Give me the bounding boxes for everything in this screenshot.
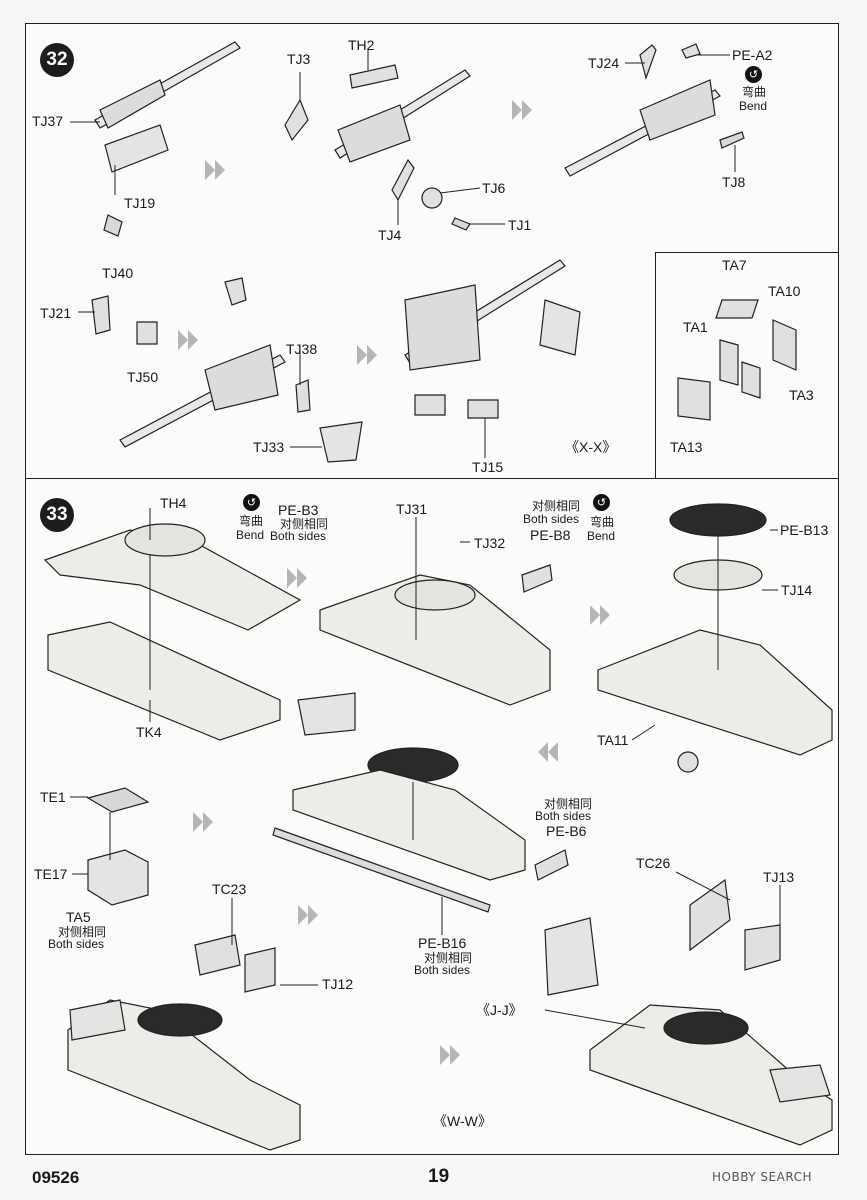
both-sides-cn: 对侧相同: [424, 951, 473, 965]
label-pe-b8: PE-B8: [530, 527, 571, 543]
label-ta1: TA1: [683, 319, 708, 335]
both-sides-en: Both sides: [48, 937, 105, 951]
label-ta13: TA13: [670, 439, 703, 455]
label-tj40: TJ40: [102, 265, 134, 281]
label-view-ww: 《W-W》: [433, 1113, 492, 1129]
label-tj31: TJ31: [396, 501, 428, 517]
bend-label-cn: 弯曲: [590, 515, 615, 529]
both-sides-cn: 对侧相同: [544, 797, 593, 811]
label-tj6: TJ6: [482, 180, 506, 196]
label-tj37: TJ37: [32, 113, 64, 129]
label-tj3: TJ3: [287, 51, 311, 67]
label-th4: TH4: [160, 495, 187, 511]
label-pe-b13: PE-B13: [780, 522, 829, 538]
label-tj32: TJ32: [474, 535, 506, 551]
bend-label-en: Bend: [236, 528, 265, 542]
label-tc23: TC23: [212, 881, 247, 897]
step-32-badge: 32: [40, 43, 74, 77]
bend-icon: ↺: [745, 66, 762, 83]
label-pe-a2: PE-A2: [732, 47, 773, 63]
label-tj38: TJ38: [286, 341, 318, 357]
label-tj12: TJ12: [322, 976, 354, 992]
label-th2: TH2: [348, 37, 375, 53]
both-sides-en: Both sides: [270, 529, 327, 543]
bend-label-cn: 弯曲: [742, 85, 767, 99]
label-pe-b3: PE-B3: [278, 502, 319, 518]
label-tc26: TC26: [636, 855, 671, 871]
label-tj14: TJ14: [781, 582, 813, 598]
label-tj24: TJ24: [588, 55, 620, 71]
both-sides-en: Both sides: [414, 963, 471, 977]
kit-code: 09526: [32, 1168, 80, 1187]
both-sides-cn: 对侧相同: [532, 499, 581, 513]
bend-icon: ↺: [593, 494, 610, 511]
bend-label-cn: 弯曲: [239, 514, 264, 528]
label-tj19: TJ19: [124, 195, 156, 211]
label-tj13: TJ13: [763, 869, 795, 885]
label-tj1: TJ1: [508, 217, 532, 233]
label-te17: TE17: [34, 866, 68, 882]
label-ta3: TA3: [789, 387, 814, 403]
label-ta5: TA5: [66, 909, 91, 925]
label-tj33: TJ33: [253, 439, 285, 455]
label-tj50: TJ50: [127, 369, 159, 385]
label-tk4: TK4: [136, 724, 162, 740]
label-tj15: TJ15: [472, 459, 504, 475]
label-tj8: TJ8: [722, 174, 746, 190]
label-te1: TE1: [40, 789, 66, 805]
label-pe-b16: PE-B16: [418, 935, 467, 951]
label-tj21: TJ21: [40, 305, 72, 321]
both-sides-en: Both sides: [535, 809, 592, 823]
label-pe-b6: PE-B6: [546, 823, 587, 839]
watermark: HOBBY SEARCH: [712, 1170, 812, 1184]
label-view-jj: 《J-J》: [476, 1002, 523, 1018]
bend-label-en: Bend: [739, 99, 768, 113]
both-sides-en: Both sides: [523, 512, 580, 526]
label-tj4: TJ4: [378, 227, 402, 243]
label-ta7: TA7: [722, 257, 747, 273]
label-view-xx: 《X-X》: [565, 439, 617, 455]
bend-label-en: Bend: [587, 529, 616, 543]
label-ta10: TA10: [768, 283, 801, 299]
both-sides-cn: 对侧相同: [58, 925, 107, 939]
step-33-panel: [25, 478, 839, 1155]
both-sides-cn: 对侧相同: [280, 517, 329, 531]
step-33-badge: 33: [40, 498, 74, 532]
page-number: 19: [428, 1166, 450, 1187]
label-ta11: TA11: [597, 732, 629, 748]
bend-icon: ↺: [243, 494, 260, 511]
